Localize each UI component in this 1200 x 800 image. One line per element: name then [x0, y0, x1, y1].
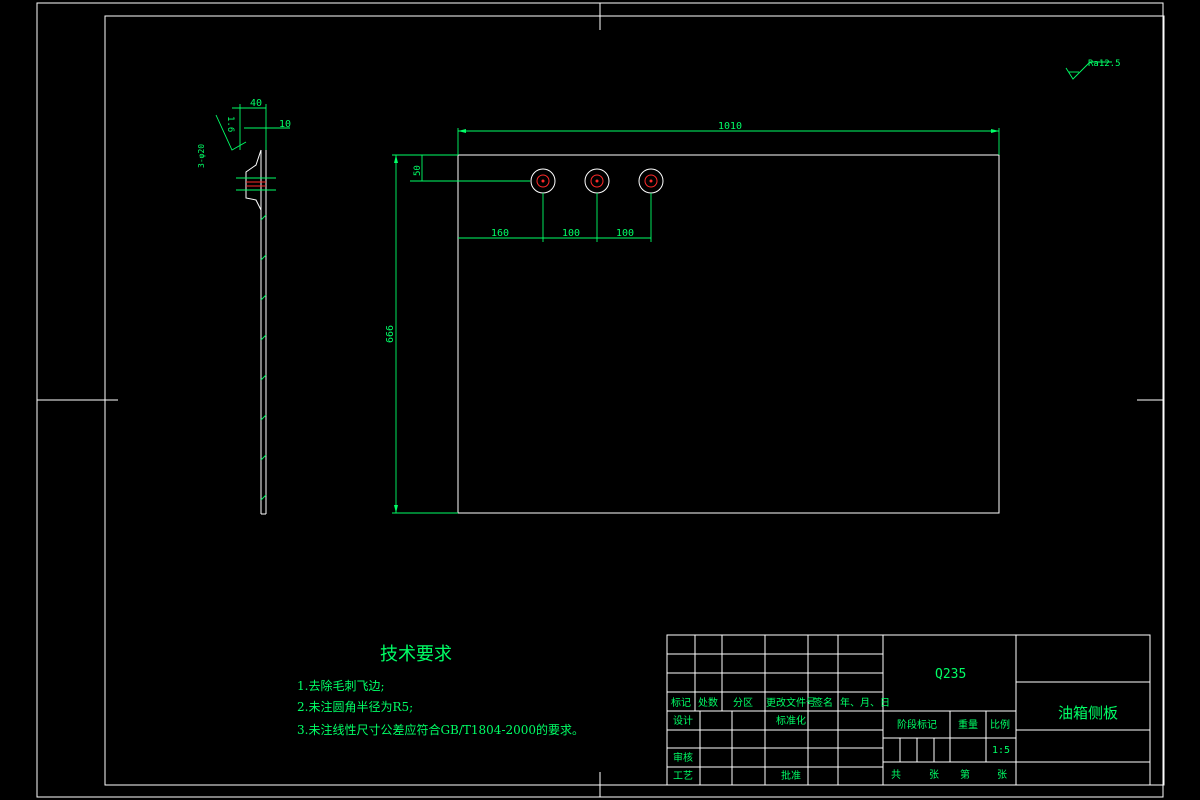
hdr-mark: 标记: [671, 697, 691, 709]
hdr-zone: 分区: [733, 697, 753, 709]
front-view: 1010 666 50 160 100 100: [385, 121, 1000, 514]
sheet-outer-border: [36, 2, 1164, 798]
side-view: 40 10 1.6 3-φ20: [197, 98, 291, 515]
dim-width: 1010: [718, 121, 742, 132]
surface-finish-label: Ra12.5: [1088, 59, 1121, 69]
lbl-sheet-unit: 张: [929, 769, 939, 781]
lbl-standardize: 标准化: [776, 714, 806, 727]
dim-spacing-3: 100: [616, 228, 634, 239]
side-dim-top: 40: [250, 98, 262, 109]
lbl-approve: 批准: [781, 769, 801, 782]
lbl-sheet-no: 第: [960, 768, 970, 781]
hdr-change-doc: 更改文件号: [766, 696, 816, 709]
lbl-design: 设计: [673, 714, 693, 727]
material: Q235: [935, 667, 966, 682]
tech-item-2: 2.未注圆角半径为R5;: [297, 699, 413, 714]
tech-requirements-title: 技术要求: [380, 644, 452, 665]
scale-value: 1:5: [992, 745, 1010, 756]
dim-height: 666: [385, 325, 396, 343]
side-dim-right: 10: [279, 119, 291, 130]
side-dim-hole: 3-φ20: [197, 144, 206, 168]
part-name: 油箱侧板: [1058, 704, 1118, 722]
plate-outline: [457, 154, 1000, 514]
lbl-review: 审核: [673, 751, 693, 764]
title-block: Q235 油箱侧板 标记 处数 分区 更改文件号 签名 年、月、日 设计 标准化…: [666, 634, 1151, 786]
tech-item-1: 1.去除毛刺飞边;: [297, 678, 385, 693]
hdr-count: 处数: [698, 696, 718, 709]
lbl-sheet-unit2: 张: [997, 769, 1007, 781]
hdr-sign: 签名: [813, 696, 833, 709]
lbl-sheet-total: 共: [891, 769, 901, 781]
lbl-scale: 比例: [990, 718, 1010, 731]
dim-spacing-1: 160: [491, 228, 509, 239]
dim-hole-offset: 50: [413, 165, 423, 176]
lbl-process: 工艺: [673, 770, 693, 782]
tech-item-3: 3.未注线性尺寸公差应符合GB/T1804-2000的要求。: [297, 722, 584, 737]
holes: [530, 168, 664, 194]
hdr-date: 年、月、日: [840, 696, 890, 709]
dim-spacing-2: 100: [562, 228, 580, 239]
tech-requirements: 技术要求 1.去除毛刺飞边; 2.未注圆角半径为R5; 3.未注线性尺寸公差应符…: [297, 644, 584, 737]
surface-finish-symbol: Ra12.5: [1065, 59, 1121, 80]
lbl-weight: 重量: [958, 718, 978, 731]
center-marks: [37, 3, 1163, 797]
lbl-stage-mark: 阶段标记: [897, 718, 937, 731]
side-dim-slope: 1.6: [225, 116, 235, 132]
